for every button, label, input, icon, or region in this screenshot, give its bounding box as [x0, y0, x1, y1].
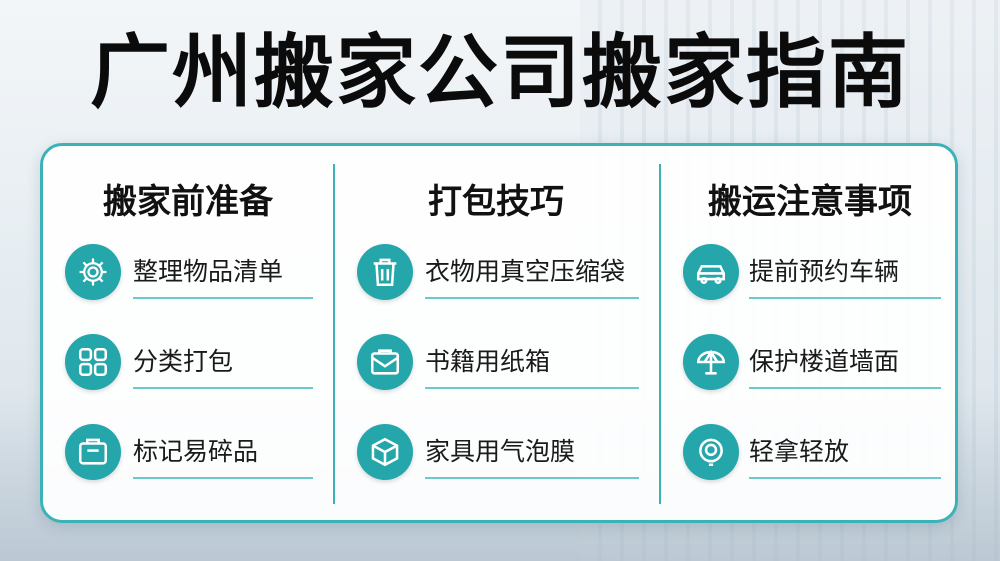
item-label: 保护楼道墙面 [749, 347, 900, 376]
list-item: 衣物用真空压缩袋 [333, 244, 659, 314]
list-item: 保护楼道墙面 [659, 334, 961, 404]
list-item: 提前预约车辆 [659, 244, 961, 314]
underline [749, 387, 941, 389]
underline [425, 387, 639, 389]
underline [749, 297, 941, 299]
column-divider [659, 164, 661, 504]
carton-icon [357, 334, 413, 390]
column-packing: 打包技巧 衣物用真空压缩袋 书籍用纸箱 家具用气泡膜 [333, 146, 659, 520]
list-item: 轻拿轻放 [659, 424, 961, 494]
column-heading: 搬运注意事项 [708, 182, 912, 222]
item-label: 衣物用真空压缩袋 [425, 257, 626, 286]
underline [425, 477, 639, 479]
list-item: 书籍用纸箱 [333, 334, 659, 404]
item-label: 分类打包 [133, 347, 234, 376]
item-label: 提前预约车辆 [749, 257, 900, 286]
underline [133, 387, 313, 389]
guide-card: 搬家前准备 整理物品清单 分类打包 标记易碎品 打包技巧 [40, 143, 958, 523]
car-icon [683, 244, 739, 300]
column-heading: 打包技巧 [428, 182, 564, 222]
underline [749, 477, 941, 479]
bulb-icon [683, 424, 739, 480]
list-item: 分类打包 [43, 334, 333, 404]
box-label-icon [65, 424, 121, 480]
column-transport: 搬运注意事项 提前预约车辆 保护楼道墙面 轻拿轻放 [659, 146, 961, 520]
underline [425, 297, 639, 299]
list-item: 整理物品清单 [43, 244, 333, 314]
item-label: 标记易碎品 [133, 437, 259, 466]
page-title: 广州搬家公司搬家指南 [90, 25, 910, 119]
column-heading: 搬家前准备 [103, 182, 273, 222]
cube-icon [357, 424, 413, 480]
gear-icon [65, 244, 121, 300]
column-preparation: 搬家前准备 整理物品清单 分类打包 标记易碎品 [43, 146, 333, 520]
list-item: 家具用气泡膜 [333, 424, 659, 494]
underline [133, 297, 313, 299]
trash-bag-icon [357, 244, 413, 300]
item-label: 轻拿轻放 [749, 437, 850, 466]
list-item: 标记易碎品 [43, 424, 333, 494]
underline [133, 477, 313, 479]
umbrella-icon [683, 334, 739, 390]
column-divider [333, 164, 335, 504]
item-label: 整理物品清单 [133, 257, 284, 286]
item-label: 书籍用纸箱 [425, 347, 551, 376]
item-label: 家具用气泡膜 [425, 437, 576, 466]
grid-icon [65, 334, 121, 390]
